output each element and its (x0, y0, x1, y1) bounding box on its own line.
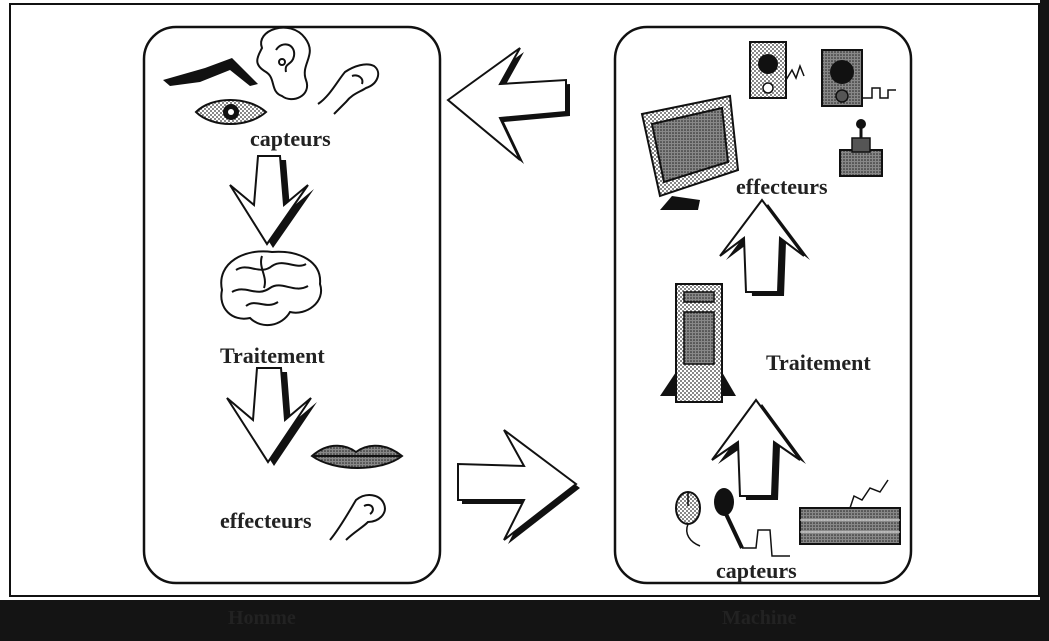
homme-sensors-label: capteurs (250, 126, 331, 151)
hand-icon (329, 494, 386, 541)
homme-panel (142, 25, 442, 585)
brain-icon (220, 250, 323, 327)
machine-arrow-sensors-to-processing (711, 398, 806, 500)
speaker-icon (821, 49, 896, 107)
lips-icon (310, 444, 404, 469)
homme-arrow-sensors-to-processing (229, 155, 314, 248)
joystick-icon (839, 119, 883, 177)
machine-title: Machine (722, 607, 797, 629)
machine-processing-label: Traitement (766, 350, 871, 375)
right-shadow-band (1040, 0, 1049, 641)
ear-icon (256, 26, 311, 101)
bottom-shadow-band (0, 600, 1049, 641)
monitor-icon (640, 94, 740, 210)
machine-effectors-label: effecteurs (736, 174, 828, 199)
machine-sensors-label: capteurs (716, 558, 797, 583)
arrow-homme-to-machine (457, 429, 580, 544)
arrow-machine-to-homme (446, 47, 570, 164)
computer-tower-icon (660, 283, 736, 403)
microphone-icon (714, 488, 790, 557)
homme-processing-label: Traitement (220, 343, 325, 368)
machine-arrow-processing-to-effectors (719, 198, 810, 296)
homme-arrow-processing-to-effectors (226, 367, 317, 466)
homme-title: Homme (228, 607, 296, 629)
eye-icon (194, 99, 268, 125)
homme-effectors-label: effecteurs (220, 508, 312, 533)
mouse-icon (675, 491, 701, 547)
speaker-icon (749, 41, 805, 99)
hand-icon (317, 63, 380, 115)
eyebrow-icon (163, 58, 258, 86)
keyboard-icon (799, 479, 901, 545)
